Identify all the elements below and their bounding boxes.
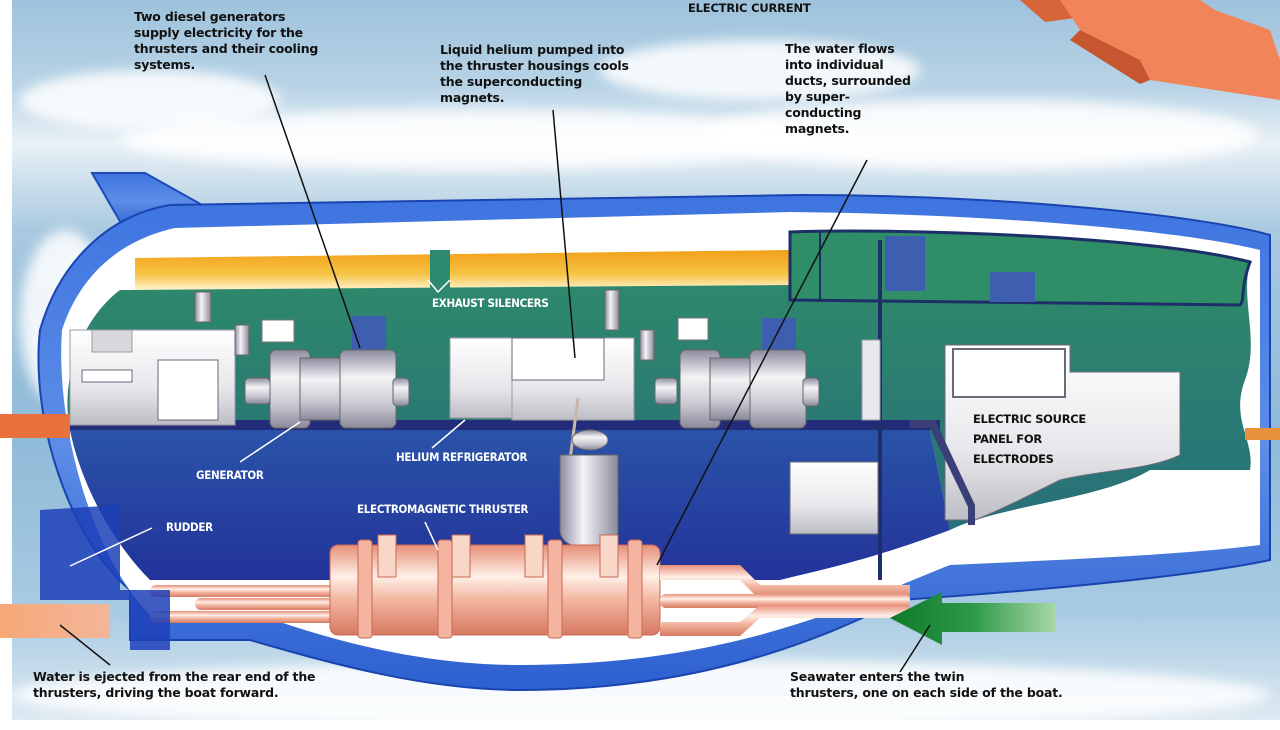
callout-diesel-generators: Two diesel generators supply electricity… [134, 9, 319, 72]
callout-water-ducts: The water flows into individual ducts, s… [785, 41, 911, 136]
label-electromagnetic-thruster: ELECTROMAGNETIC THRUSTER [357, 502, 529, 516]
orange-stripe-right [1245, 428, 1280, 440]
diesel-engine-left [69, 291, 250, 426]
helium-refrigerator [449, 289, 655, 550]
orange-stripe-left [0, 414, 70, 438]
callout-seawater-enters: Seawater enters the twin thrusters, one … [790, 669, 1063, 700]
component-leader-lines [69, 279, 466, 567]
fuel-tank [135, 250, 790, 290]
lower-hold [70, 430, 950, 580]
water-ejected-bar [0, 604, 110, 638]
generator-right [654, 317, 820, 429]
electric-source-panel [910, 344, 1181, 525]
leader-lines [59, 74, 931, 673]
cabinet [861, 339, 881, 421]
vent-block [885, 236, 925, 291]
label-helium-refrigerator: HELIUM REFRIGERATOR [396, 450, 528, 464]
tank-divider [430, 250, 450, 290]
rudder [40, 505, 170, 650]
electric-current-arrow [1020, 0, 1280, 100]
label-rudder: RUDDER [166, 520, 213, 534]
vent-block [990, 272, 1035, 302]
callout-water-ejected: Water is ejected from the rear end of th… [33, 669, 316, 700]
callout-liquid-helium: Liquid helium pumped into the thruster h… [440, 42, 629, 105]
page-margin [0, 0, 12, 720]
cabinet-lower [789, 461, 879, 535]
electromagnetic-thruster [150, 534, 910, 639]
deck-line [70, 420, 940, 430]
label-exhaust-silencers: EXHAUST SILENCERS [432, 296, 549, 310]
label-generator: GENERATOR [196, 468, 264, 482]
seawater-inlet-arrow [890, 592, 1056, 645]
cloud [600, 40, 920, 100]
label-electric-source-panel: ELECTRIC SOURCE PANEL FOR ELECTRODES [973, 412, 1086, 466]
cloud [700, 100, 1260, 170]
electric-current-label: ELECTRIC CURRENT [688, 1, 811, 15]
generator-left [244, 316, 410, 429]
